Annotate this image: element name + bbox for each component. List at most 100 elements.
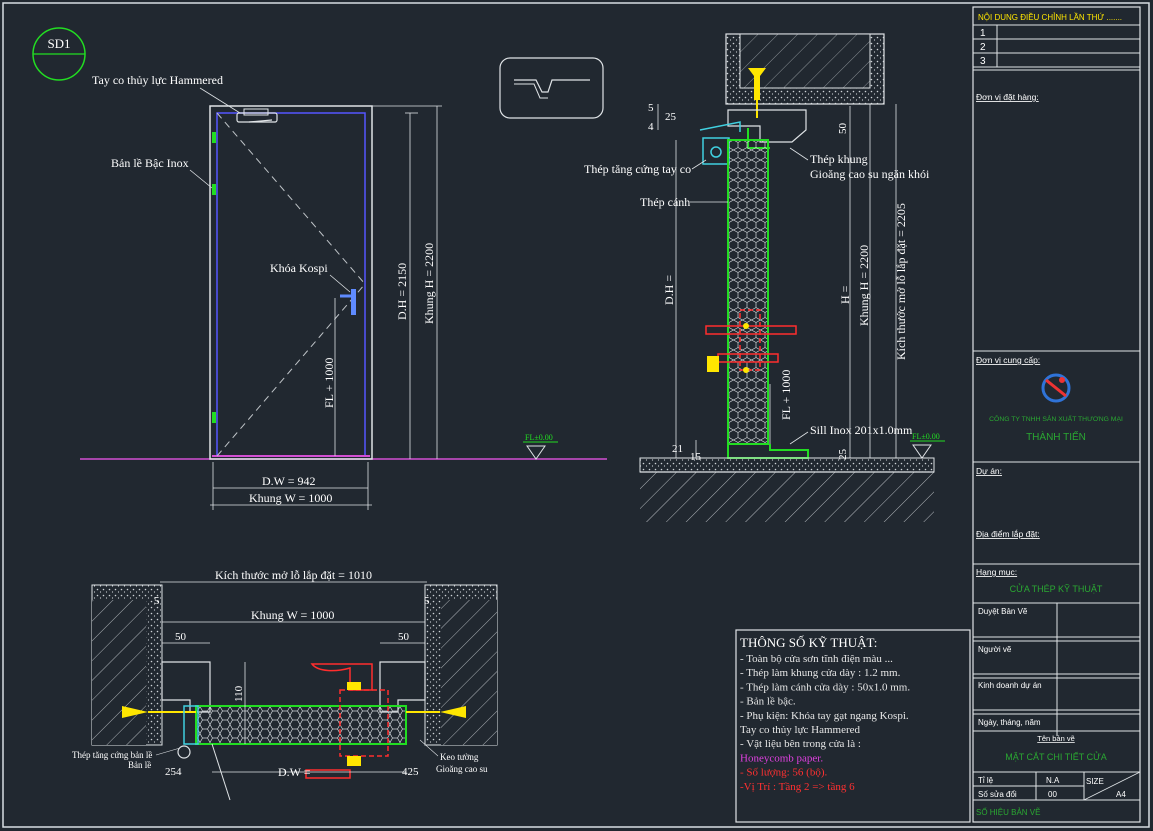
svg-text:110: 110	[233, 685, 245, 702]
plan-lock-icon	[305, 663, 389, 779]
spec-line: Tay co thủy lực Hammered	[740, 724, 861, 736]
spec-line: - Toàn bộ cửa sơn tĩnh điện màu ...	[740, 653, 893, 665]
size-value: A4	[1116, 790, 1126, 799]
svg-text:3: 3	[980, 56, 986, 67]
dim-dh-2150: D.H = 2150	[395, 263, 409, 320]
spec-line: -Vị Trí : Tầng 2 => tầng 6	[740, 781, 855, 793]
section-dim-opening: Kích thước mở lỗ lắp đặt = 2205	[894, 203, 908, 360]
client-label: Đơn vị đặt hàng:	[976, 92, 1039, 102]
svg-text:2: 2	[980, 42, 986, 53]
svg-text:50: 50	[837, 123, 849, 135]
fl-level-marker: FL±0.00	[523, 433, 558, 460]
spec-line: - Vật liệu bên trong cửa là :	[740, 738, 861, 750]
dim-dw-942: D.W = 942	[262, 474, 316, 488]
dim-khung-h-2200: Khung H = 2200	[422, 243, 436, 324]
label-rubber-gasket: Gioăng cao su	[436, 764, 488, 774]
svg-text:425: 425	[402, 766, 419, 778]
dim-fl-1000: FL + 1000	[322, 358, 336, 408]
sill-profile	[727, 444, 809, 459]
drawing-name-value: MẶT CẮT CHI TIẾT CỬA	[1005, 751, 1107, 762]
anchor-left-icon	[122, 706, 196, 718]
svg-text:5: 5	[154, 595, 160, 607]
revision-header: NỘI DUNG ĐIỀU CHỈNH LẦN THỨ .......	[978, 12, 1122, 22]
svg-text:50: 50	[398, 631, 410, 643]
dim-khung-w-1000: Khung W = 1000	[249, 491, 332, 505]
label-hinge: Bản lề Bậc Inox	[111, 156, 189, 170]
spec-line: Honeycomb paper.	[740, 752, 823, 764]
spec-line: - Bản lề bậc.	[740, 696, 796, 708]
label-hinge-reinforcement: Thép tăng cứng bản lề	[72, 750, 152, 760]
label-leaf-steel: Thép cánh	[640, 195, 690, 209]
anchor-screw-icon	[748, 68, 766, 118]
date-label: Ngày, tháng, năm	[978, 718, 1041, 727]
swing-line-top	[216, 112, 366, 285]
scale-label: Tỉ lệ	[978, 776, 994, 785]
hinge-middle	[212, 184, 216, 195]
location-label: Địa điểm lắp đặt:	[976, 529, 1040, 539]
section-dim-h: H =	[838, 285, 852, 304]
svg-text:5: 5	[648, 102, 654, 114]
plan-hinge-icon	[177, 705, 199, 759]
supplier-label: Đơn vị cung cấp:	[976, 355, 1040, 365]
svg-text:25: 25	[665, 111, 677, 123]
drawing-name-label: Tên bản vẽ	[1037, 734, 1075, 743]
scale-value: N.A	[1046, 776, 1060, 785]
vertical-section: D.H = 5 25 4 21 15 Thép tăng cứng tay co…	[584, 33, 945, 522]
approve-label: Duyệt Bản Vẽ	[978, 607, 1028, 616]
label-wall-sealant: Keo tường	[440, 752, 479, 762]
sheet-id-badge: SD1	[32, 27, 86, 81]
spec-line: - Phụ kiện: Khóa tay gạt ngang Kospi.	[740, 710, 909, 722]
anchor-right-icon	[406, 706, 466, 718]
spec-box: THÔNG SỐ KỸ THUẬT: - Toàn bộ cửa sơn tĩn…	[735, 629, 971, 823]
company-logo-icon	[1041, 373, 1071, 403]
label-hinge-plan: Bản lề	[128, 760, 151, 770]
svg-text:1: 1	[980, 28, 986, 39]
category-label: Hạng mục:	[976, 567, 1017, 577]
spec-title: THÔNG SỐ KỸ THUẬT:	[740, 635, 877, 650]
svg-text:4: 4	[648, 121, 654, 133]
section-dim-khung-h: Khung H = 2200	[857, 245, 871, 326]
door-elevation: Tay co thủy lực Hammered Bản lề Bậc Inox…	[80, 73, 607, 510]
profile-detail	[499, 57, 604, 119]
sheet-number-label: SỐ HIỆU BẢN VẼ	[976, 807, 1040, 817]
section-dim-dh: D.H =	[662, 275, 676, 305]
svg-text:50: 50	[175, 631, 187, 643]
svg-text:FL±0.00: FL±0.00	[912, 432, 940, 441]
plan-section: Kích thước mở lỗ lắp đặt = 1010 Khung W …	[72, 568, 498, 801]
revision-value: 00	[1048, 790, 1057, 799]
spec-line: - Số lượng: 56 (bộ).	[740, 767, 827, 779]
revision-label: Số sửa đổi	[978, 790, 1017, 799]
spec-line: - Thép làm khung cửa dày : 1.2 mm.	[740, 667, 901, 679]
svg-text:5: 5	[424, 595, 430, 607]
label-lock: Khóa Kospi	[270, 261, 328, 275]
svg-text:25: 25	[837, 449, 849, 461]
svg-text:15: 15	[690, 451, 702, 463]
fl-level-marker-section: FL±0.00	[910, 432, 945, 459]
leaf-section-honeycomb	[727, 139, 769, 445]
spec-line: - Thép làm cánh cửa dày : 50x1.0 mm.	[740, 681, 910, 693]
hinge-bottom	[212, 412, 216, 423]
door-closer-icon	[236, 108, 278, 123]
svg-text:21: 21	[672, 443, 683, 455]
plan-leaf-honeycomb	[195, 705, 407, 745]
plan-dim-dw: D.W =	[278, 765, 311, 779]
door-leaf	[216, 112, 366, 457]
lever-handle-icon	[340, 289, 356, 315]
category-value: CỬA THÉP KỸ THUẬT	[1010, 583, 1103, 594]
company-brand: THÀNH TIẾN	[1026, 430, 1086, 443]
size-label: SIZE	[1086, 777, 1104, 786]
plan-dim-khung-w: Khung W = 1000	[251, 608, 334, 622]
sales-label: Kinh doanh dự án	[978, 681, 1042, 690]
project-label: Dự án:	[976, 466, 1002, 476]
company-name: CÔNG TY TNHH SẢN XUẤT THƯƠNG MẠI	[989, 413, 1123, 423]
lock-section-icon	[705, 309, 797, 373]
svg-text:254: 254	[165, 766, 182, 778]
title-block: NỘI DUNG ĐIỀU CHỈNH LẦN THỨ ....... 1 2 …	[972, 6, 1141, 823]
hinge-top	[212, 132, 216, 143]
svg-text:FL±0.00: FL±0.00	[525, 433, 553, 442]
label-closer-reinforcement: Thép tăng cứng tay co	[584, 162, 691, 176]
svg-text:FL + 1000: FL + 1000	[779, 370, 793, 420]
plan-dim-opening: Kích thước mở lỗ lắp đặt = 1010	[215, 568, 372, 582]
